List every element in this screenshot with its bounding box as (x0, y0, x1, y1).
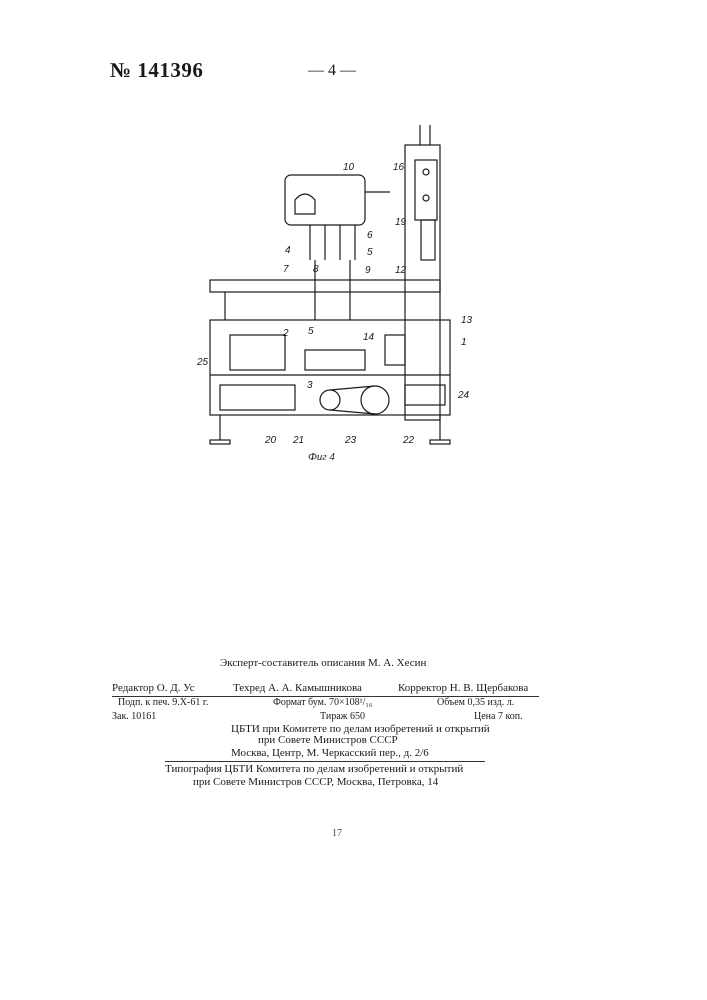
callout-label: 20 (264, 435, 277, 446)
callout-label: 25 (196, 357, 209, 368)
callout-label: 2 (282, 328, 289, 339)
callout-label: 3 (307, 380, 313, 391)
signed-to-print: Подп. к печ. 9.X-61 г. (118, 697, 208, 708)
volume: Объем 0,35 изд. л. (437, 697, 514, 708)
pulley (320, 390, 340, 410)
colophon-rule (165, 761, 485, 762)
machine-drawing-svg: 10 16 6 19 4 5 7 8 9 12 13 1 2 5 14 25 3… (195, 120, 475, 470)
circulation: Тираж 650 (320, 711, 365, 722)
motor-window (295, 194, 315, 214)
spring-assembly (385, 335, 405, 365)
publisher-line: при Совете Министров СССР (258, 734, 398, 746)
switch-panel (220, 385, 295, 410)
paper-format: Формат бум. 70×108¹/₁₆ (273, 697, 372, 708)
main-frame (210, 320, 450, 415)
callout-label: 8 (313, 264, 319, 275)
order-number: Зак. 10161 (112, 711, 156, 722)
callout-label: 19 (395, 217, 407, 228)
callout-label: 13 (461, 315, 473, 326)
tech-editor-credit: Техред А. А. Камышникова (233, 682, 362, 694)
printer-line: при Совете Министров СССР, Москва, Петро… (193, 776, 438, 788)
foot (430, 440, 450, 444)
control-box (230, 335, 285, 370)
technical-drawing-fig4: 10 16 6 19 4 5 7 8 9 12 13 1 2 5 14 25 3… (195, 120, 475, 470)
drive-motor (361, 386, 389, 414)
piston (421, 220, 435, 260)
page-number: — 4 — (308, 62, 356, 80)
figure-caption: Фиг 4 (308, 451, 335, 463)
editor-credit: Редактор О. Д. Ус (112, 682, 195, 694)
corrector-credit: Корректор Н. В. Щербакова (398, 682, 528, 694)
printer-line: Типография ЦБТИ Комитета по делам изобре… (165, 763, 463, 775)
right-column (405, 145, 440, 420)
price: Цена 7 коп. (474, 711, 523, 722)
callout-label: 24 (457, 390, 470, 401)
bolt (423, 169, 429, 175)
patent-number: № 141396 (110, 58, 203, 83)
callout-label: 22 (402, 435, 415, 446)
callout-label: 5 (367, 247, 373, 258)
tank (405, 385, 445, 405)
callout-label: 21 (292, 435, 304, 446)
bottom-mark: 17 (332, 828, 342, 839)
callout-label: 4 (285, 245, 291, 256)
publisher-address: Москва, Центр, М. Черкасский пер., д. 2/… (231, 747, 429, 759)
foot (210, 440, 230, 444)
motor-head (285, 175, 365, 225)
gearbox (305, 350, 365, 370)
callout-label: 16 (393, 162, 405, 173)
callout-label: 1 (461, 337, 467, 348)
expert-compiler-line: Эксперт-составитель описания М. А. Хесин (220, 657, 426, 669)
callout-label: 5 (308, 326, 314, 337)
callout-label: 23 (344, 435, 357, 446)
bolt (423, 195, 429, 201)
callout-label: 9 (365, 265, 371, 276)
callout-label: 12 (395, 265, 407, 276)
callout-label: 14 (363, 332, 375, 343)
callout-label: 7 (283, 264, 289, 275)
callout-label: 6 (367, 230, 373, 241)
callout-label: 10 (343, 162, 355, 173)
